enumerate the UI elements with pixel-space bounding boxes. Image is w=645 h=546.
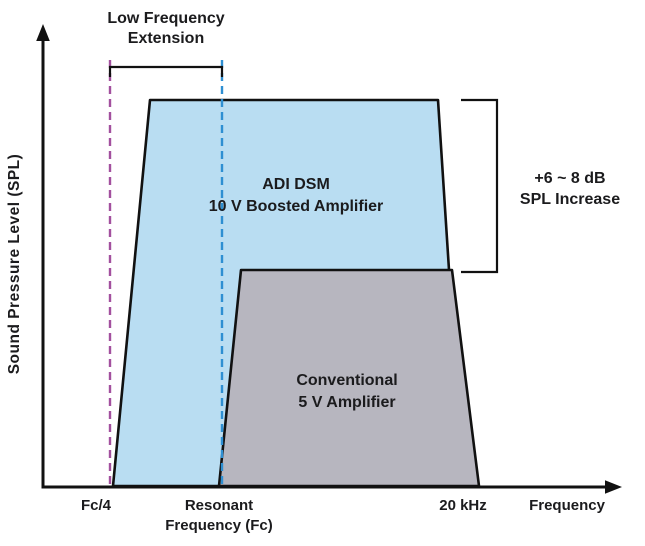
x-tick-fc4: Fc/4 <box>81 497 112 514</box>
x-axis-arrowhead <box>605 480 622 494</box>
x-tick-resonant-line2: Frequency (Fc) <box>165 517 273 534</box>
spl-increase-label-line2: SPL Increase <box>520 191 620 208</box>
low-frequency-extension-bracket <box>108 65 224 77</box>
y-axis-label: Sound Pressure Level (SPL) <box>6 154 23 375</box>
y-axis-arrowhead <box>36 24 50 41</box>
spl-increase-label-line1: +6 ~ 8 dB <box>534 170 605 187</box>
low-frequency-extension-label-line2: Extension <box>128 30 204 47</box>
conventional-region-label-line2: 5 V Amplifier <box>298 394 395 411</box>
low-frequency-extension-label-line1: Low Frequency <box>107 10 224 27</box>
conventional-region-label-line1: Conventional <box>296 372 397 389</box>
adi-region-label-line2: 10 V Boosted Amplifier <box>209 198 384 215</box>
x-tick-20khz: 20 kHz <box>439 497 487 514</box>
x-axis-label: Frequency <box>529 497 606 514</box>
adi-region-label-line1: ADI DSM <box>262 176 330 193</box>
x-tick-resonant-line1: Resonant <box>185 497 253 514</box>
spl-increase-bracket <box>461 98 499 274</box>
